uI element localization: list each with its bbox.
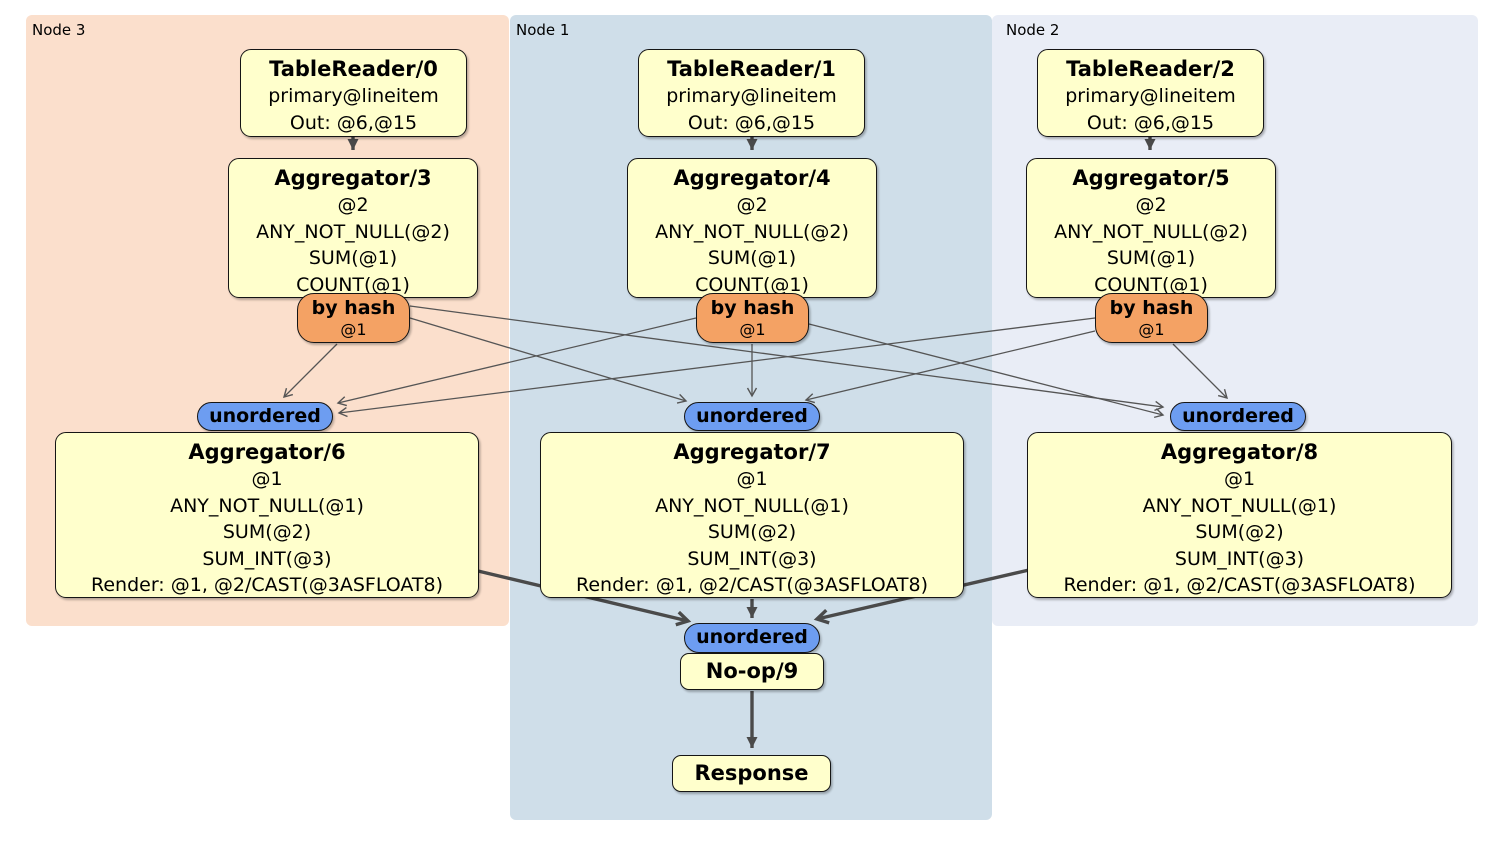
processor-title: Aggregator/7 bbox=[673, 440, 831, 464]
processor-title: Aggregator/4 bbox=[673, 166, 831, 190]
sync-unordered-aggregator7: unordered bbox=[684, 402, 820, 431]
processor-detail: @1 bbox=[251, 468, 283, 490]
sync-unordered-aggregator8: unordered bbox=[1170, 402, 1306, 431]
edge-byhash5-unordered6 bbox=[337, 317, 1096, 418]
processor-detail: ANY_NOT_NULL(@1) bbox=[1142, 494, 1337, 517]
router-detail: @1 bbox=[739, 320, 766, 339]
edge-byhash4-unordered8 bbox=[808, 323, 1165, 419]
router-byhash-5: by hash @1 bbox=[1095, 293, 1208, 343]
processor-detail: @2 bbox=[337, 194, 369, 216]
processor-tablereader-0: TableReader/0 primary@lineitem Out: @6,@… bbox=[240, 49, 467, 137]
processor-title: TableReader/1 bbox=[667, 57, 836, 81]
processor-detail: Render: @1, @2/CAST(@3ASFLOAT8) bbox=[91, 574, 443, 596]
processor-detail: ANY_NOT_NULL(@2) bbox=[1054, 220, 1248, 243]
processor-detail: Out: @6,@15 bbox=[1086, 111, 1215, 134]
processor-detail: COUNT(@1) bbox=[1094, 273, 1208, 296]
node-panel-3-label: Node 3 bbox=[32, 21, 86, 39]
router-label: by hash bbox=[710, 297, 795, 319]
router-label: by hash bbox=[311, 297, 396, 319]
processor-tablereader-2: TableReader/2 primary@lineitem Out: @6,@… bbox=[1037, 49, 1264, 137]
processor-detail: Render: @1, @2/CAST(@3ASFLOAT8) bbox=[1063, 574, 1416, 596]
processor-detail: Out: @6,@15 bbox=[687, 111, 816, 134]
sync-unordered-final: unordered bbox=[684, 623, 820, 653]
processor-detail: Render: @1, @2/CAST(@3ASFLOAT8) bbox=[576, 574, 928, 596]
processor-detail: SUM(@2) bbox=[707, 521, 797, 543]
sync-unordered-aggregator6: unordered bbox=[197, 402, 333, 431]
edge-byhash5-unordered7 bbox=[804, 330, 1096, 404]
processor-aggregator-3: Aggregator/3 @2 ANY_NOT_NULL(@2) SUM(@1)… bbox=[228, 158, 478, 298]
processor-detail: SUM(@2) bbox=[1195, 521, 1284, 543]
processor-title: Aggregator/6 bbox=[188, 440, 346, 464]
processor-aggregator-5: Aggregator/5 @2 ANY_NOT_NULL(@2) SUM(@1)… bbox=[1026, 158, 1276, 298]
processor-title: Response bbox=[694, 761, 809, 785]
router-byhash-4: by hash @1 bbox=[696, 293, 809, 343]
processor-detail: primary@lineitem bbox=[268, 85, 439, 107]
processor-noop-9: No-op/9 bbox=[680, 653, 824, 690]
processor-detail: SUM(@1) bbox=[308, 247, 398, 269]
processor-detail: COUNT(@1) bbox=[296, 273, 410, 296]
edge-byhash3-unordered7 bbox=[409, 317, 688, 404]
router-detail: @1 bbox=[340, 320, 367, 339]
processor-title: Aggregator/3 bbox=[274, 166, 432, 190]
processor-title: TableReader/0 bbox=[269, 57, 438, 81]
node-panel-1-label: Node 1 bbox=[516, 21, 570, 39]
processor-detail: @1 bbox=[1223, 468, 1256, 490]
router-label: by hash bbox=[1109, 297, 1194, 319]
processor-title: No-op/9 bbox=[705, 659, 799, 683]
processor-detail: Out: @6,@15 bbox=[289, 111, 418, 134]
processor-title: TableReader/2 bbox=[1066, 57, 1235, 81]
router-detail: @1 bbox=[1138, 320, 1165, 339]
processor-detail: COUNT(@1) bbox=[695, 273, 809, 296]
processor-aggregator-7: Aggregator/7 @1 ANY_NOT_NULL(@1) SUM(@2)… bbox=[540, 432, 964, 598]
edge-byhash4-unordered6 bbox=[336, 317, 697, 407]
processor-tablereader-1: TableReader/1 primary@lineitem Out: @6,@… bbox=[638, 49, 865, 137]
processor-detail: SUM_INT(@3) bbox=[202, 547, 332, 570]
processor-detail: ANY_NOT_NULL(@2) bbox=[655, 220, 849, 243]
processor-aggregator-8: Aggregator/8 @1 ANY_NOT_NULL(@1) SUM(@2)… bbox=[1027, 432, 1452, 598]
processor-detail: ANY_NOT_NULL(@1) bbox=[655, 494, 849, 517]
processor-response: Response bbox=[672, 755, 831, 792]
processor-detail: SUM(@2) bbox=[222, 521, 312, 543]
processor-detail: @1 bbox=[736, 468, 768, 490]
processor-detail: @2 bbox=[736, 194, 768, 216]
processor-detail: primary@lineitem bbox=[1065, 85, 1236, 107]
router-byhash-3: by hash @1 bbox=[297, 293, 410, 343]
processor-title: Aggregator/5 bbox=[1072, 166, 1230, 190]
processor-detail: primary@lineitem bbox=[666, 85, 837, 107]
processor-detail: @2 bbox=[1135, 194, 1167, 216]
processor-aggregator-4: Aggregator/4 @2 ANY_NOT_NULL(@2) SUM(@1)… bbox=[627, 158, 877, 298]
processor-detail: SUM_INT(@3) bbox=[1174, 547, 1305, 570]
processor-detail: SUM_INT(@3) bbox=[687, 547, 817, 570]
processor-detail: ANY_NOT_NULL(@1) bbox=[170, 494, 364, 517]
processor-detail: ANY_NOT_NULL(@2) bbox=[256, 220, 450, 243]
edge-byhash5-unordered8 bbox=[1172, 343, 1229, 400]
node-panel-2-label: Node 2 bbox=[1006, 21, 1060, 39]
edge-byhash3-unordered6 bbox=[282, 343, 338, 399]
processor-detail: SUM(@1) bbox=[707, 247, 797, 269]
processor-detail: SUM(@1) bbox=[1106, 247, 1196, 269]
processor-aggregator-6: Aggregator/6 @1 ANY_NOT_NULL(@1) SUM(@2)… bbox=[55, 432, 479, 598]
processor-title: Aggregator/8 bbox=[1160, 440, 1319, 464]
